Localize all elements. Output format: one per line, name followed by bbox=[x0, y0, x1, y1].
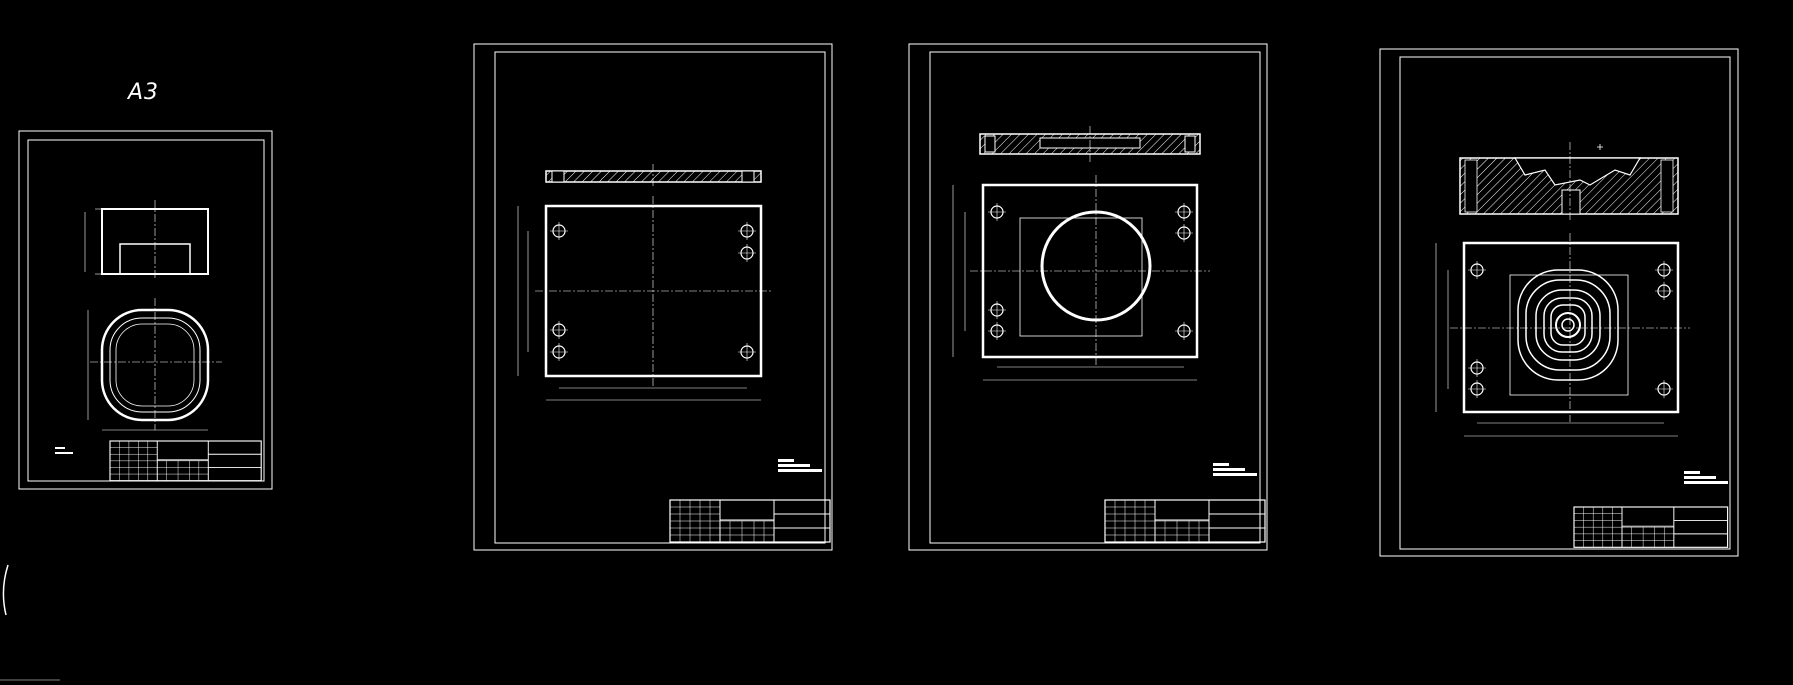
drawing-sheet-1[interactable] bbox=[18, 130, 273, 490]
sheet-2-plan-view bbox=[517, 196, 772, 401]
sheet-2-section-view bbox=[545, 164, 762, 188]
sheet-4-plan-view bbox=[1435, 233, 1690, 437]
sheet-1-notes bbox=[55, 447, 73, 454]
offscreen-geometry bbox=[2, 564, 9, 616]
sheet-3-notes bbox=[1212, 462, 1258, 477]
sheet-1-plan-view bbox=[87, 298, 222, 431]
sheet-4-notes bbox=[1683, 470, 1729, 485]
sheet-3-section-view bbox=[979, 126, 1201, 162]
sheet-4-title-block bbox=[1573, 506, 1729, 548]
sheet-3-title-block bbox=[1104, 499, 1266, 543]
sheet-1-title-block bbox=[109, 440, 262, 482]
drawing-sheet-2[interactable] bbox=[473, 43, 833, 551]
sheet-3-plan-view bbox=[952, 175, 1210, 381]
sheet-4-section-view bbox=[1459, 142, 1679, 222]
sheet-1-section-view bbox=[84, 200, 209, 280]
sheet-size-label: A3 bbox=[128, 80, 160, 105]
drawing-sheet-4[interactable] bbox=[1379, 48, 1739, 557]
drawing-sheet-3[interactable] bbox=[908, 43, 1268, 551]
sheet-2-title-block bbox=[669, 499, 831, 543]
sheet-2-notes bbox=[777, 458, 823, 473]
